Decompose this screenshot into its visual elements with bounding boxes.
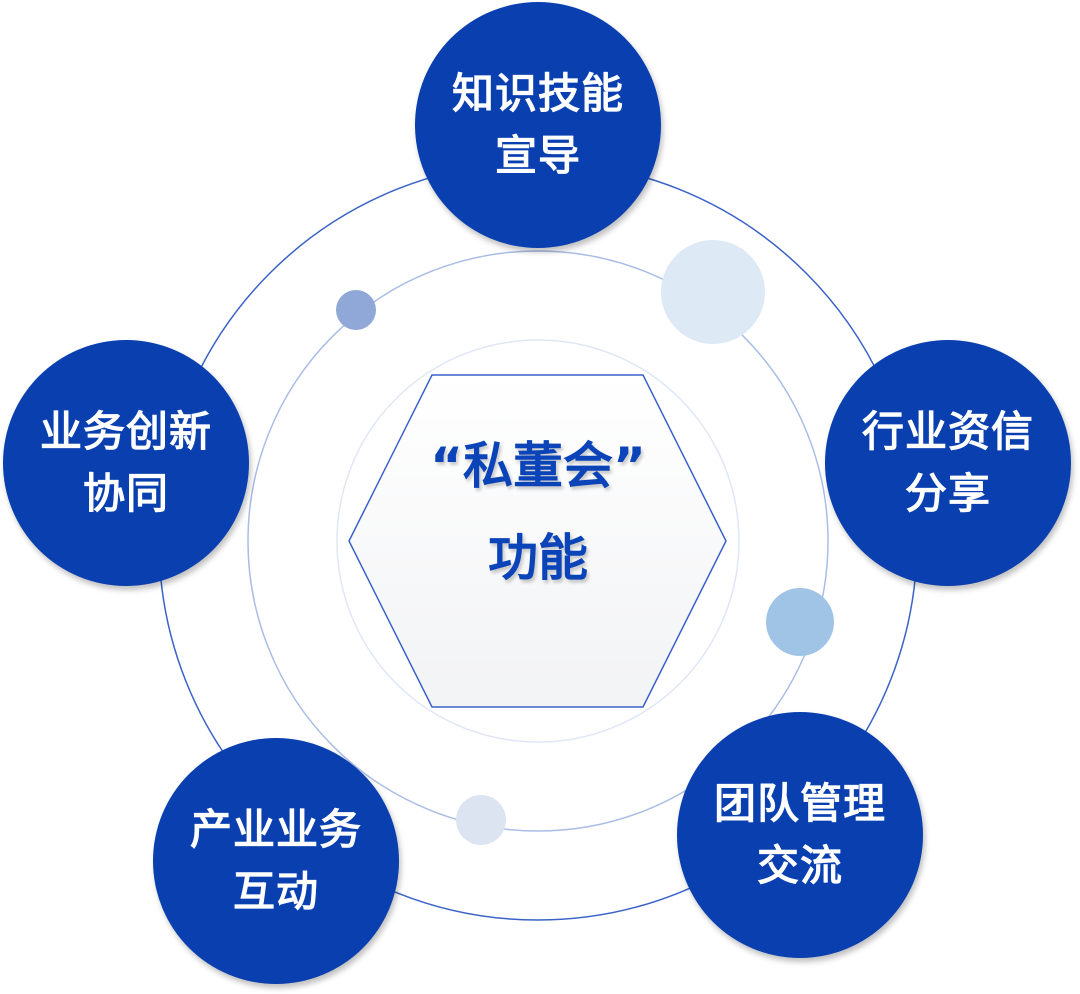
node-label: 交流 — [756, 841, 843, 890]
center-title-line2: 功能 — [488, 529, 588, 587]
node-business-innovation: 业务创新 协同 — [3, 340, 249, 586]
node-label: 协同 — [82, 469, 169, 518]
node-knowledge-skills: 知识技能 宣导 — [415, 2, 661, 248]
node-label: 知识技能 — [451, 69, 624, 118]
middle-ring — [247, 250, 829, 832]
decor-dot — [456, 795, 506, 845]
decor-dot — [336, 290, 376, 330]
node-label: 分享 — [904, 469, 991, 518]
inner-ring — [336, 339, 740, 743]
node-label: 产业业务 — [189, 805, 362, 854]
decor-dot — [661, 240, 765, 344]
center-hexagon — [348, 374, 727, 708]
node-label: 团队管理 — [713, 779, 886, 828]
decor-dot — [766, 588, 834, 656]
node-label: 行业资信 — [861, 407, 1034, 456]
node-industry-info: 行业资信 分享 — [825, 340, 1071, 586]
node-label: 互动 — [232, 867, 319, 916]
node-team-management: 团队管理 交流 — [677, 712, 923, 958]
node-label: 宣导 — [494, 131, 581, 180]
center-title-line1: “私董会” — [430, 437, 646, 495]
center-title: “私董会” 功能 — [350, 420, 726, 604]
node-industry-business: 产业业务 互动 — [153, 738, 399, 984]
node-label: 业务创新 — [39, 407, 212, 456]
